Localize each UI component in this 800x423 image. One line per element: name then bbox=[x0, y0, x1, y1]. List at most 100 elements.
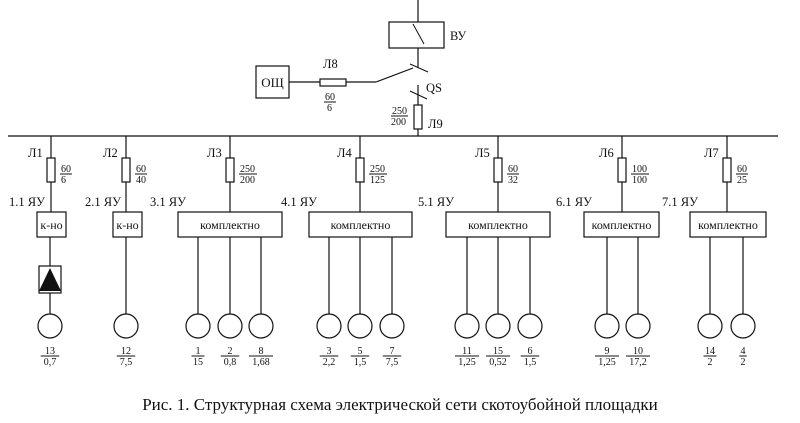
load-9: 91,25 bbox=[594, 237, 620, 368]
panel-box bbox=[445, 211, 551, 238]
panel-box-label: комплектно bbox=[200, 218, 260, 232]
load-number: 14 bbox=[705, 346, 715, 357]
panel-box bbox=[689, 211, 767, 238]
feeder-fuse bbox=[722, 157, 732, 183]
fuse-rating-bottom: 32 bbox=[508, 175, 518, 186]
fuse-rating-bottom: 200 bbox=[240, 175, 255, 186]
panel-box-label: комплектно bbox=[592, 218, 652, 232]
l9-fuse bbox=[413, 104, 423, 130]
vu-box bbox=[388, 21, 445, 49]
load-2: 20,8 bbox=[217, 237, 243, 368]
load-circle bbox=[485, 313, 511, 339]
load-15: 150,52 bbox=[485, 237, 511, 368]
load-circle bbox=[454, 313, 480, 339]
load-12: 127,5 bbox=[113, 237, 139, 368]
panel-box-label: комплектно bbox=[468, 218, 528, 232]
load-circle bbox=[517, 313, 543, 339]
load-circle bbox=[379, 313, 405, 339]
load-1: 115 bbox=[185, 237, 211, 368]
l8-fuse-rating-top: 60 bbox=[325, 92, 335, 103]
load-power: 1,68 bbox=[252, 357, 270, 368]
panel-box bbox=[112, 211, 143, 238]
load-4: 42 bbox=[730, 237, 756, 368]
l9-label: Л9 bbox=[428, 117, 443, 131]
load-8: 81,68 bbox=[248, 237, 274, 368]
fuse-rating-bottom: 25 bbox=[737, 175, 747, 186]
load-circle bbox=[594, 313, 620, 339]
feeder-line-label: Л7 bbox=[704, 146, 719, 160]
load-number: 7 bbox=[390, 346, 395, 357]
l9-fuse-rating-top: 250 bbox=[392, 106, 407, 117]
load-number: 9 bbox=[605, 346, 610, 357]
fuse-rating-top: 100 bbox=[632, 164, 647, 175]
panel-box bbox=[583, 211, 660, 238]
load-power: 1,25 bbox=[598, 357, 616, 368]
fuse-rating-bottom: 40 bbox=[136, 175, 146, 186]
vu-label: ВУ bbox=[450, 29, 466, 43]
load-number: 11 bbox=[462, 346, 472, 357]
starter-triangle-icon bbox=[39, 268, 61, 291]
load-power: 1,5 bbox=[354, 357, 367, 368]
feeder-line-label: Л2 bbox=[103, 146, 118, 160]
load-power: 7,5 bbox=[120, 357, 133, 368]
fuse-rating-bottom: 100 bbox=[632, 175, 647, 186]
load-number: 15 bbox=[493, 346, 503, 357]
load-circle bbox=[217, 313, 243, 339]
load-power: 1,5 bbox=[524, 357, 537, 368]
fuse-rating-top: 60 bbox=[61, 164, 71, 175]
load-number: 6 bbox=[528, 346, 533, 357]
fuse-rating-top: 60 bbox=[737, 164, 747, 175]
osch-box bbox=[255, 65, 290, 99]
feeder-fuse bbox=[46, 157, 56, 183]
feeder-line-label: Л1 bbox=[28, 146, 43, 160]
feeder-fuse bbox=[493, 157, 503, 183]
panel-box-label: к-но bbox=[40, 218, 62, 232]
panel-box bbox=[36, 211, 67, 238]
feeder-fuse bbox=[617, 157, 627, 183]
fuse-rating-top: 60 bbox=[508, 164, 518, 175]
load-number: 2 bbox=[228, 346, 233, 357]
feeder-line-label: Л3 bbox=[207, 146, 222, 160]
load-circle bbox=[37, 313, 63, 339]
input-device: ВУ bbox=[388, 0, 466, 60]
panel-box-label: к-но bbox=[116, 218, 138, 232]
feeder-line-label: Л5 bbox=[475, 146, 490, 160]
fuse-rating-top: 60 bbox=[136, 164, 146, 175]
load-circle bbox=[625, 313, 651, 339]
load-number: 8 bbox=[259, 346, 264, 357]
load-number: 13 bbox=[45, 346, 55, 357]
fuse-rating-top: 250 bbox=[370, 164, 385, 175]
load-circle bbox=[113, 313, 139, 339]
l8-label: Л8 bbox=[323, 57, 338, 71]
panel-box bbox=[308, 211, 413, 238]
feeder-fuse bbox=[225, 157, 235, 183]
load-circle bbox=[316, 313, 342, 339]
feeder-fuse bbox=[121, 157, 131, 183]
l8-fuse bbox=[319, 78, 347, 87]
load-number: 4 bbox=[741, 346, 746, 357]
load-power: 15 bbox=[193, 357, 203, 368]
panel-box-label: комплектно bbox=[698, 218, 758, 232]
load-power: 7,5 bbox=[386, 357, 399, 368]
load-5: 51,5 bbox=[347, 237, 373, 368]
load-power: 0,52 bbox=[489, 357, 507, 368]
load-number: 5 bbox=[358, 346, 363, 357]
load-11: 111,25 bbox=[454, 237, 480, 368]
feeder-line-label: Л4 bbox=[337, 146, 352, 160]
load-power: 0,7 bbox=[44, 357, 57, 368]
l9-fuse-group: 250 200 Л9 bbox=[391, 104, 443, 136]
load-13: 130,7 bbox=[37, 237, 63, 368]
load-power: 2,2 bbox=[323, 357, 336, 368]
load-14: 142 bbox=[697, 237, 723, 368]
fuse-rating-bottom: 6 bbox=[61, 175, 66, 186]
load-number: 12 bbox=[121, 346, 131, 357]
